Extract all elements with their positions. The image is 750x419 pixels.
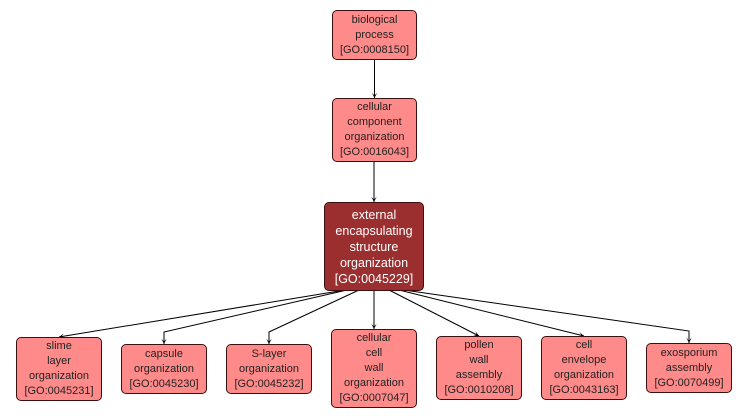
arrowhead bbox=[266, 338, 272, 344]
edge-external_encapsulating-to-cell_envelope bbox=[398, 289, 585, 337]
node-label-line: layer bbox=[47, 355, 71, 367]
node-go-id: [GO:0010208] bbox=[444, 384, 514, 396]
node-label-line: cellular bbox=[356, 332, 392, 344]
node-go-id: [GO:0045230] bbox=[129, 377, 199, 390]
edge-external_encapsulating-to-pollen_wall bbox=[388, 289, 480, 337]
node-label-line: wall bbox=[364, 362, 384, 374]
node-label-line: organization bbox=[344, 377, 404, 389]
node-go-id: [GO:0045231] bbox=[24, 385, 94, 397]
node-cellular-cell-wall-organization[interactable]: cellular cell wall organization [GO:0007047] bbox=[331, 329, 417, 408]
node-label-line: process bbox=[355, 28, 394, 41]
node-go-id: [GO:0045229] bbox=[334, 271, 414, 286]
node-label-line: cellular bbox=[357, 101, 392, 113]
node-go-id: [GO:0045232] bbox=[234, 377, 304, 390]
arrowhead bbox=[371, 196, 377, 202]
node-biological-process[interactable]: biological process [GO:0008150] bbox=[332, 10, 417, 60]
arrowhead bbox=[161, 338, 167, 344]
node-label-line: assembly bbox=[665, 361, 713, 374]
node-cellular-component-organization[interactable]: cellular component organization [GO:0016043… bbox=[332, 98, 417, 162]
node-go-id: [GO:0043163] bbox=[549, 384, 619, 396]
node-label-line: organization bbox=[29, 370, 89, 382]
arrowhead bbox=[473, 331, 479, 336]
node-label-line: exosporium bbox=[660, 346, 718, 359]
node-go-id: [GO:0016043] bbox=[339, 146, 410, 158]
node-label-line: component bbox=[347, 116, 402, 128]
edge-external_encapsulating-to-s_layer bbox=[268, 289, 360, 344]
node-pollen-wall-assembly[interactable]: pollen wall assembly [GO:0010208] bbox=[436, 336, 522, 400]
node-s-layer-organization[interactable]: S-layer organization [GO:0045232] bbox=[226, 344, 312, 394]
node-label-line: pollen bbox=[464, 339, 494, 351]
node-label-line: organization bbox=[339, 255, 409, 270]
edge-external_encapsulating-to-capsule bbox=[163, 289, 348, 344]
node-cell-envelope-organization[interactable]: cell envelope organization [GO:0043163] bbox=[541, 336, 627, 400]
node-go-id: [GO:0008150] bbox=[339, 43, 410, 56]
edge-external_encapsulating-to-slime_layer bbox=[58, 289, 346, 338]
node-label-line: slime bbox=[46, 340, 72, 352]
edge-external_encapsulating-to-exosporium bbox=[403, 289, 690, 343]
node-label-line: organization bbox=[554, 369, 614, 381]
node-label-line: wall bbox=[469, 354, 489, 366]
node-label-line: encapsulating bbox=[335, 223, 413, 238]
node-slime-layer-organization[interactable]: slime layer organization [GO:0045231] bbox=[16, 337, 102, 401]
node-capsule-organization[interactable]: capsule organization [GO:0045230] bbox=[121, 344, 207, 394]
arrowhead bbox=[686, 337, 692, 343]
node-label-line: structure bbox=[349, 239, 399, 254]
node-label-line: organization bbox=[239, 362, 299, 375]
node-label-line: organization bbox=[134, 362, 194, 375]
node-label-line: assembly bbox=[455, 369, 503, 381]
node-label-line: S-layer bbox=[251, 347, 287, 360]
node-label-line: organization bbox=[344, 131, 405, 143]
node-label-line: external bbox=[351, 207, 397, 222]
arrowhead bbox=[371, 92, 378, 98]
node-label-line: envelope bbox=[561, 354, 607, 366]
node-label-line: capsule bbox=[145, 347, 183, 360]
arrowhead bbox=[371, 323, 377, 329]
node-label-line: cell bbox=[365, 347, 383, 359]
node-label-line: biological bbox=[351, 13, 398, 26]
node-label-line: cell bbox=[575, 339, 593, 351]
node-go-id: [GO:0007047] bbox=[339, 392, 409, 404]
node-exosporium-assembly[interactable]: exosporium assembly [GO:0070499] bbox=[646, 343, 732, 393]
node-go-id: [GO:0070499] bbox=[654, 376, 724, 389]
